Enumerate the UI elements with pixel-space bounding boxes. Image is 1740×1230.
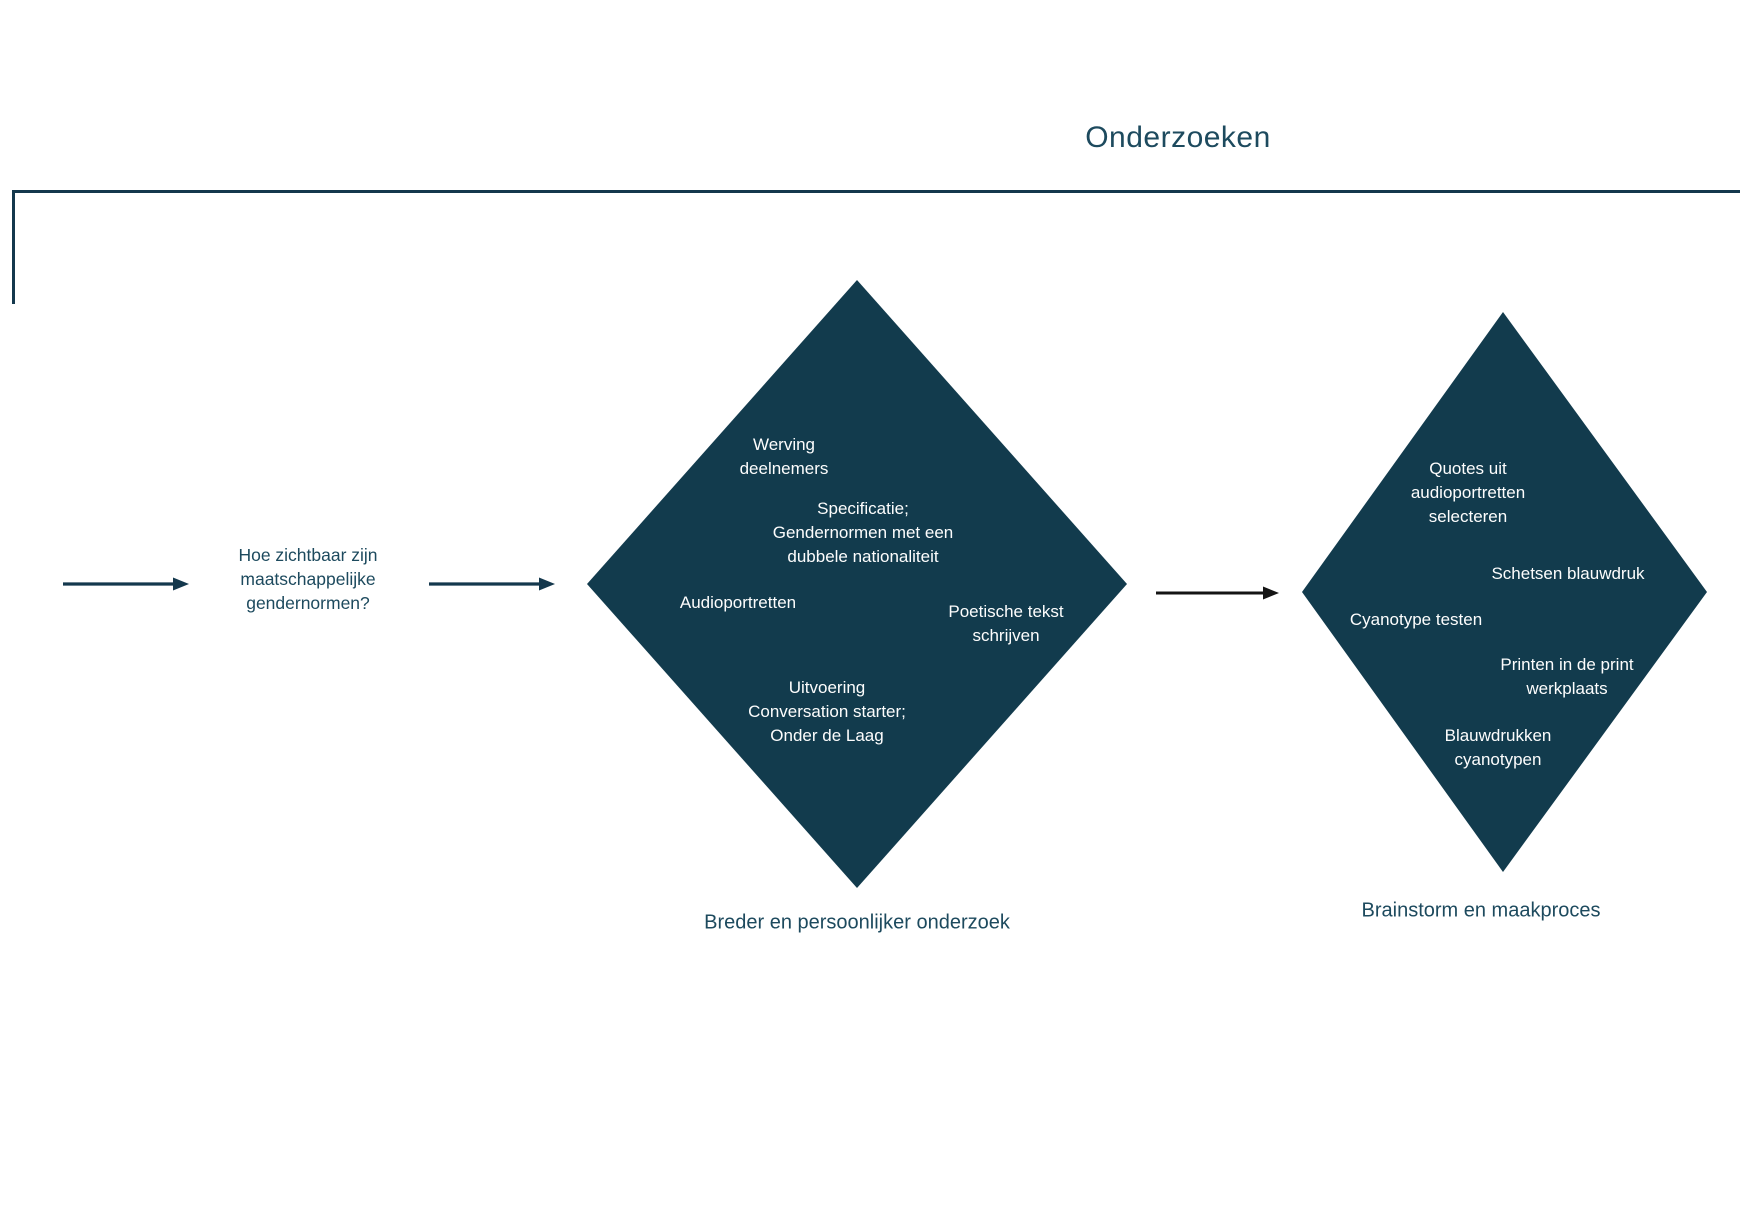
arrow-right-icon (429, 577, 555, 591)
diamond-activity: Blauwdrukken cyanotypen (1444, 726, 1552, 769)
diamond-activity: Quotes uit audioportretten selecteren (1410, 459, 1526, 526)
diamond-activity: Poetische tekst schrijven (948, 602, 1064, 645)
diamond-activity: Werving deelnemers (739, 435, 829, 478)
diamond-make-phase (1302, 312, 1707, 872)
timeline-horizontal-line (12, 190, 1740, 193)
diamond-research-phase (587, 280, 1127, 888)
diamond-activity: Specificatie; Gendernormen met een dubbe… (772, 499, 954, 566)
diamond2-caption: Brainstorm en maakproces (1361, 899, 1601, 922)
page-title: Onderzoeken (1085, 121, 1271, 154)
research-question: Hoe zichtbaar zijn maatschappelijke gend… (238, 545, 378, 613)
diamond-activity: Printen in de print werkplaats (1500, 655, 1634, 698)
arrow-right-icon (1156, 586, 1279, 600)
diamond-activity: Schetsen blauwdruk (1491, 564, 1645, 583)
diamond1-caption: Breder en persoonlijker onderzoek (704, 911, 1010, 934)
timeline-vertical-tick (12, 190, 15, 304)
diamond-activity: Uitvoering Conversation starter; Onder d… (748, 678, 906, 745)
diamond-activity: Cyanotype testen (1349, 610, 1483, 629)
diamond-activity: Audioportretten (679, 593, 797, 612)
arrow-right-icon (63, 577, 189, 591)
